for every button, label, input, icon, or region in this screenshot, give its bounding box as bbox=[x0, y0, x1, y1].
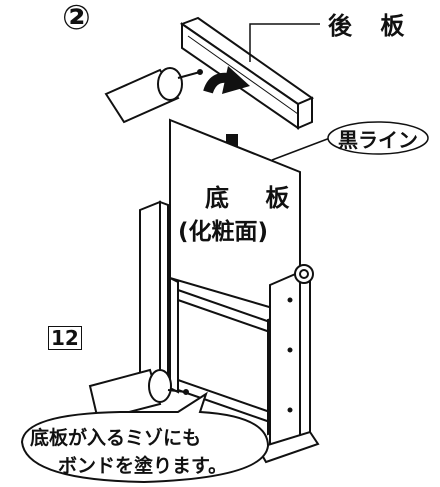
bottom-panel-label: 底 板 bbox=[205, 184, 304, 212]
rotate-arrow-icon bbox=[203, 66, 250, 94]
frame-left bbox=[139, 200, 169, 394]
frame-right bbox=[256, 264, 320, 464]
note-line-1: 底板が入るミゾにも bbox=[30, 427, 202, 449]
glue-bottle-bottom-icon bbox=[88, 368, 189, 422]
back-panel-leader bbox=[249, 23, 320, 62]
back-panel bbox=[179, 16, 315, 130]
black-line-callout bbox=[271, 121, 429, 161]
note-line-2: ボンドを塗ります。 bbox=[58, 455, 228, 477]
note-bubble bbox=[20, 391, 270, 484]
step-number: ② bbox=[62, 0, 91, 38]
black-line-label: 黒ライン bbox=[338, 128, 418, 152]
back-panel-label: 後 板 bbox=[328, 12, 415, 40]
part-number-badge: 12 bbox=[48, 326, 82, 350]
glue-bottle-top-icon bbox=[104, 67, 203, 124]
cosmetic-face-label: (化粧面) bbox=[178, 219, 269, 245]
